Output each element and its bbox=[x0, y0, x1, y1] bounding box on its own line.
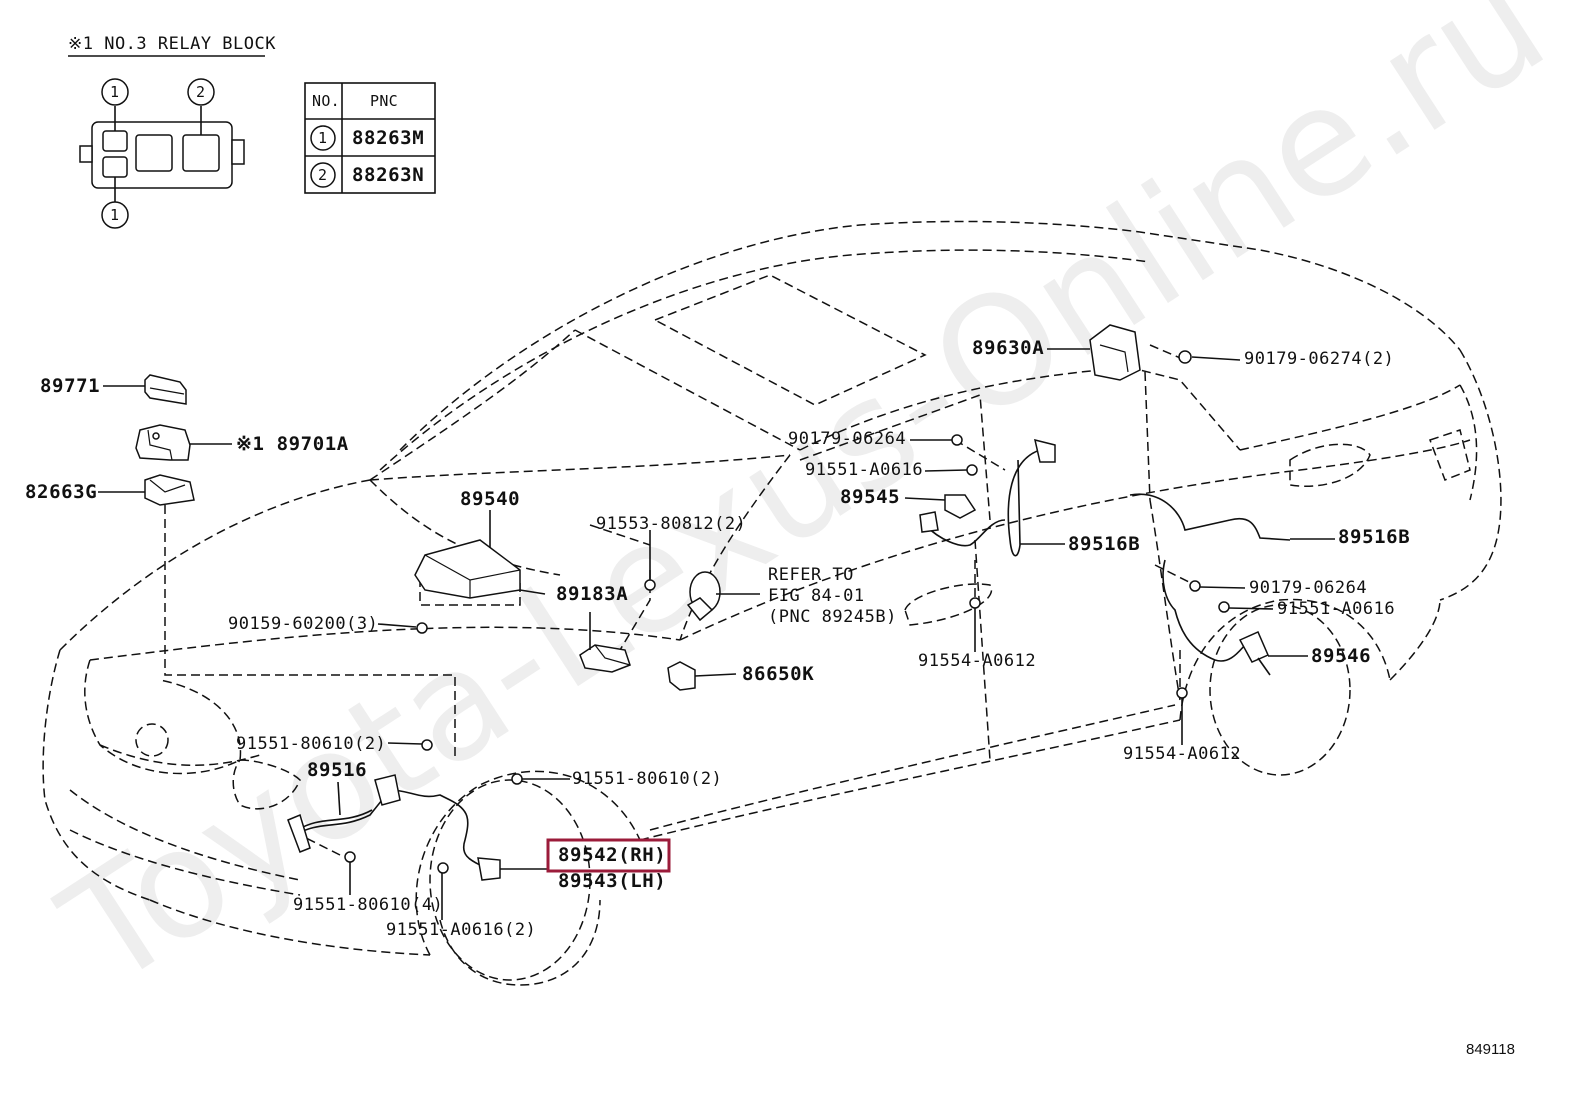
part-89701a-drawing bbox=[135, 424, 191, 461]
label-91551-80610-4: 91551-80610(4) bbox=[293, 895, 444, 915]
relay-callout-2: 2 bbox=[196, 83, 206, 101]
label-89516b-rear: 89516B bbox=[1338, 526, 1411, 548]
label-91551-a0616-2: 91551-A0616(2) bbox=[386, 920, 537, 940]
pnc-header-pnc: PNC bbox=[370, 92, 398, 110]
part-89183a-drawing bbox=[579, 644, 631, 673]
label-91554-a0612-rear: 91554-A0612 bbox=[1123, 744, 1242, 764]
leader-lines bbox=[98, 348, 1335, 920]
part-89630a-drawing bbox=[1089, 324, 1141, 381]
part-86650k-drawing bbox=[667, 661, 696, 691]
label-91551-80610-2a: 91551-80610(2) bbox=[236, 734, 387, 754]
label-90159-60200: 90159-60200(3) bbox=[228, 614, 379, 634]
part-89771-drawing bbox=[144, 374, 187, 405]
label-90179-06274: 90179-06274(2) bbox=[1244, 349, 1395, 369]
pnc-row-2-no: 2 bbox=[318, 166, 328, 184]
figure-number: 849118 bbox=[1466, 1041, 1515, 1058]
harness-89516-drawing bbox=[287, 774, 501, 881]
refer-line-2: FIG 84-01 bbox=[768, 586, 865, 606]
pnc-row-1-no: 1 bbox=[318, 129, 328, 147]
watermark: Toyota-Lexus-Online.ru bbox=[34, 0, 1574, 1021]
part-82663g-drawing bbox=[144, 474, 195, 506]
label-89542: 89542(RH) bbox=[558, 844, 667, 866]
relay-callout-1-top: 1 bbox=[110, 83, 120, 101]
label-86650k: 86650K bbox=[742, 663, 815, 685]
label-91551-a0616-rear: 91551-A0616 bbox=[1277, 599, 1396, 619]
label-89516b-front: 89516B bbox=[1068, 533, 1141, 555]
relay-block-title: ※1 NO.3 RELAY BLOCK bbox=[68, 34, 276, 54]
label-91554-a0612-front: 91554-A0612 bbox=[918, 651, 1037, 671]
part-89245b-drawing bbox=[686, 571, 721, 622]
car-body-outline bbox=[42, 220, 1502, 986]
pnc-row-1-pnc: 88263M bbox=[352, 127, 425, 149]
label-89630a: 89630A bbox=[972, 337, 1045, 359]
label-89546: 89546 bbox=[1311, 645, 1372, 667]
label-89183a: 89183A bbox=[556, 583, 629, 605]
label-89543: 89543(LH) bbox=[558, 870, 667, 892]
relay-block-drawing bbox=[79, 78, 245, 229]
label-89545: 89545 bbox=[840, 486, 901, 508]
label-82663g: 82663G bbox=[25, 481, 98, 503]
label-89540: 89540 bbox=[460, 488, 521, 510]
label-90179-06264-front: 90179-06264 bbox=[788, 429, 907, 449]
part-89540-drawing bbox=[414, 539, 521, 599]
label-91551-a0616-front: 91551-A0616 bbox=[805, 460, 924, 480]
refer-line-3: (PNC 89245B) bbox=[768, 607, 897, 627]
harness-89516b-front-drawing bbox=[919, 438, 1056, 557]
label-89701a: ※1 89701A bbox=[236, 433, 349, 455]
reference-lines bbox=[164, 344, 1196, 856]
label-89516: 89516 bbox=[307, 759, 368, 781]
relay-callout-1-bottom: 1 bbox=[110, 206, 120, 224]
label-91551-80610-2b: 91551-80610(2) bbox=[572, 769, 723, 789]
highlight-89542-box bbox=[546, 838, 671, 873]
refer-line-1: REFER TO bbox=[768, 565, 854, 585]
label-89771: 89771 bbox=[40, 375, 101, 397]
harness-89516b-rear-drawing bbox=[1129, 493, 1291, 676]
pnc-table-grid bbox=[304, 82, 436, 194]
label-91553-80812: 91553-80812(2) bbox=[596, 514, 747, 534]
label-90179-06264-rear: 90179-06264 bbox=[1249, 578, 1368, 598]
pnc-row-2-pnc: 88263N bbox=[352, 164, 425, 186]
pnc-header-no: NO. bbox=[312, 92, 340, 110]
